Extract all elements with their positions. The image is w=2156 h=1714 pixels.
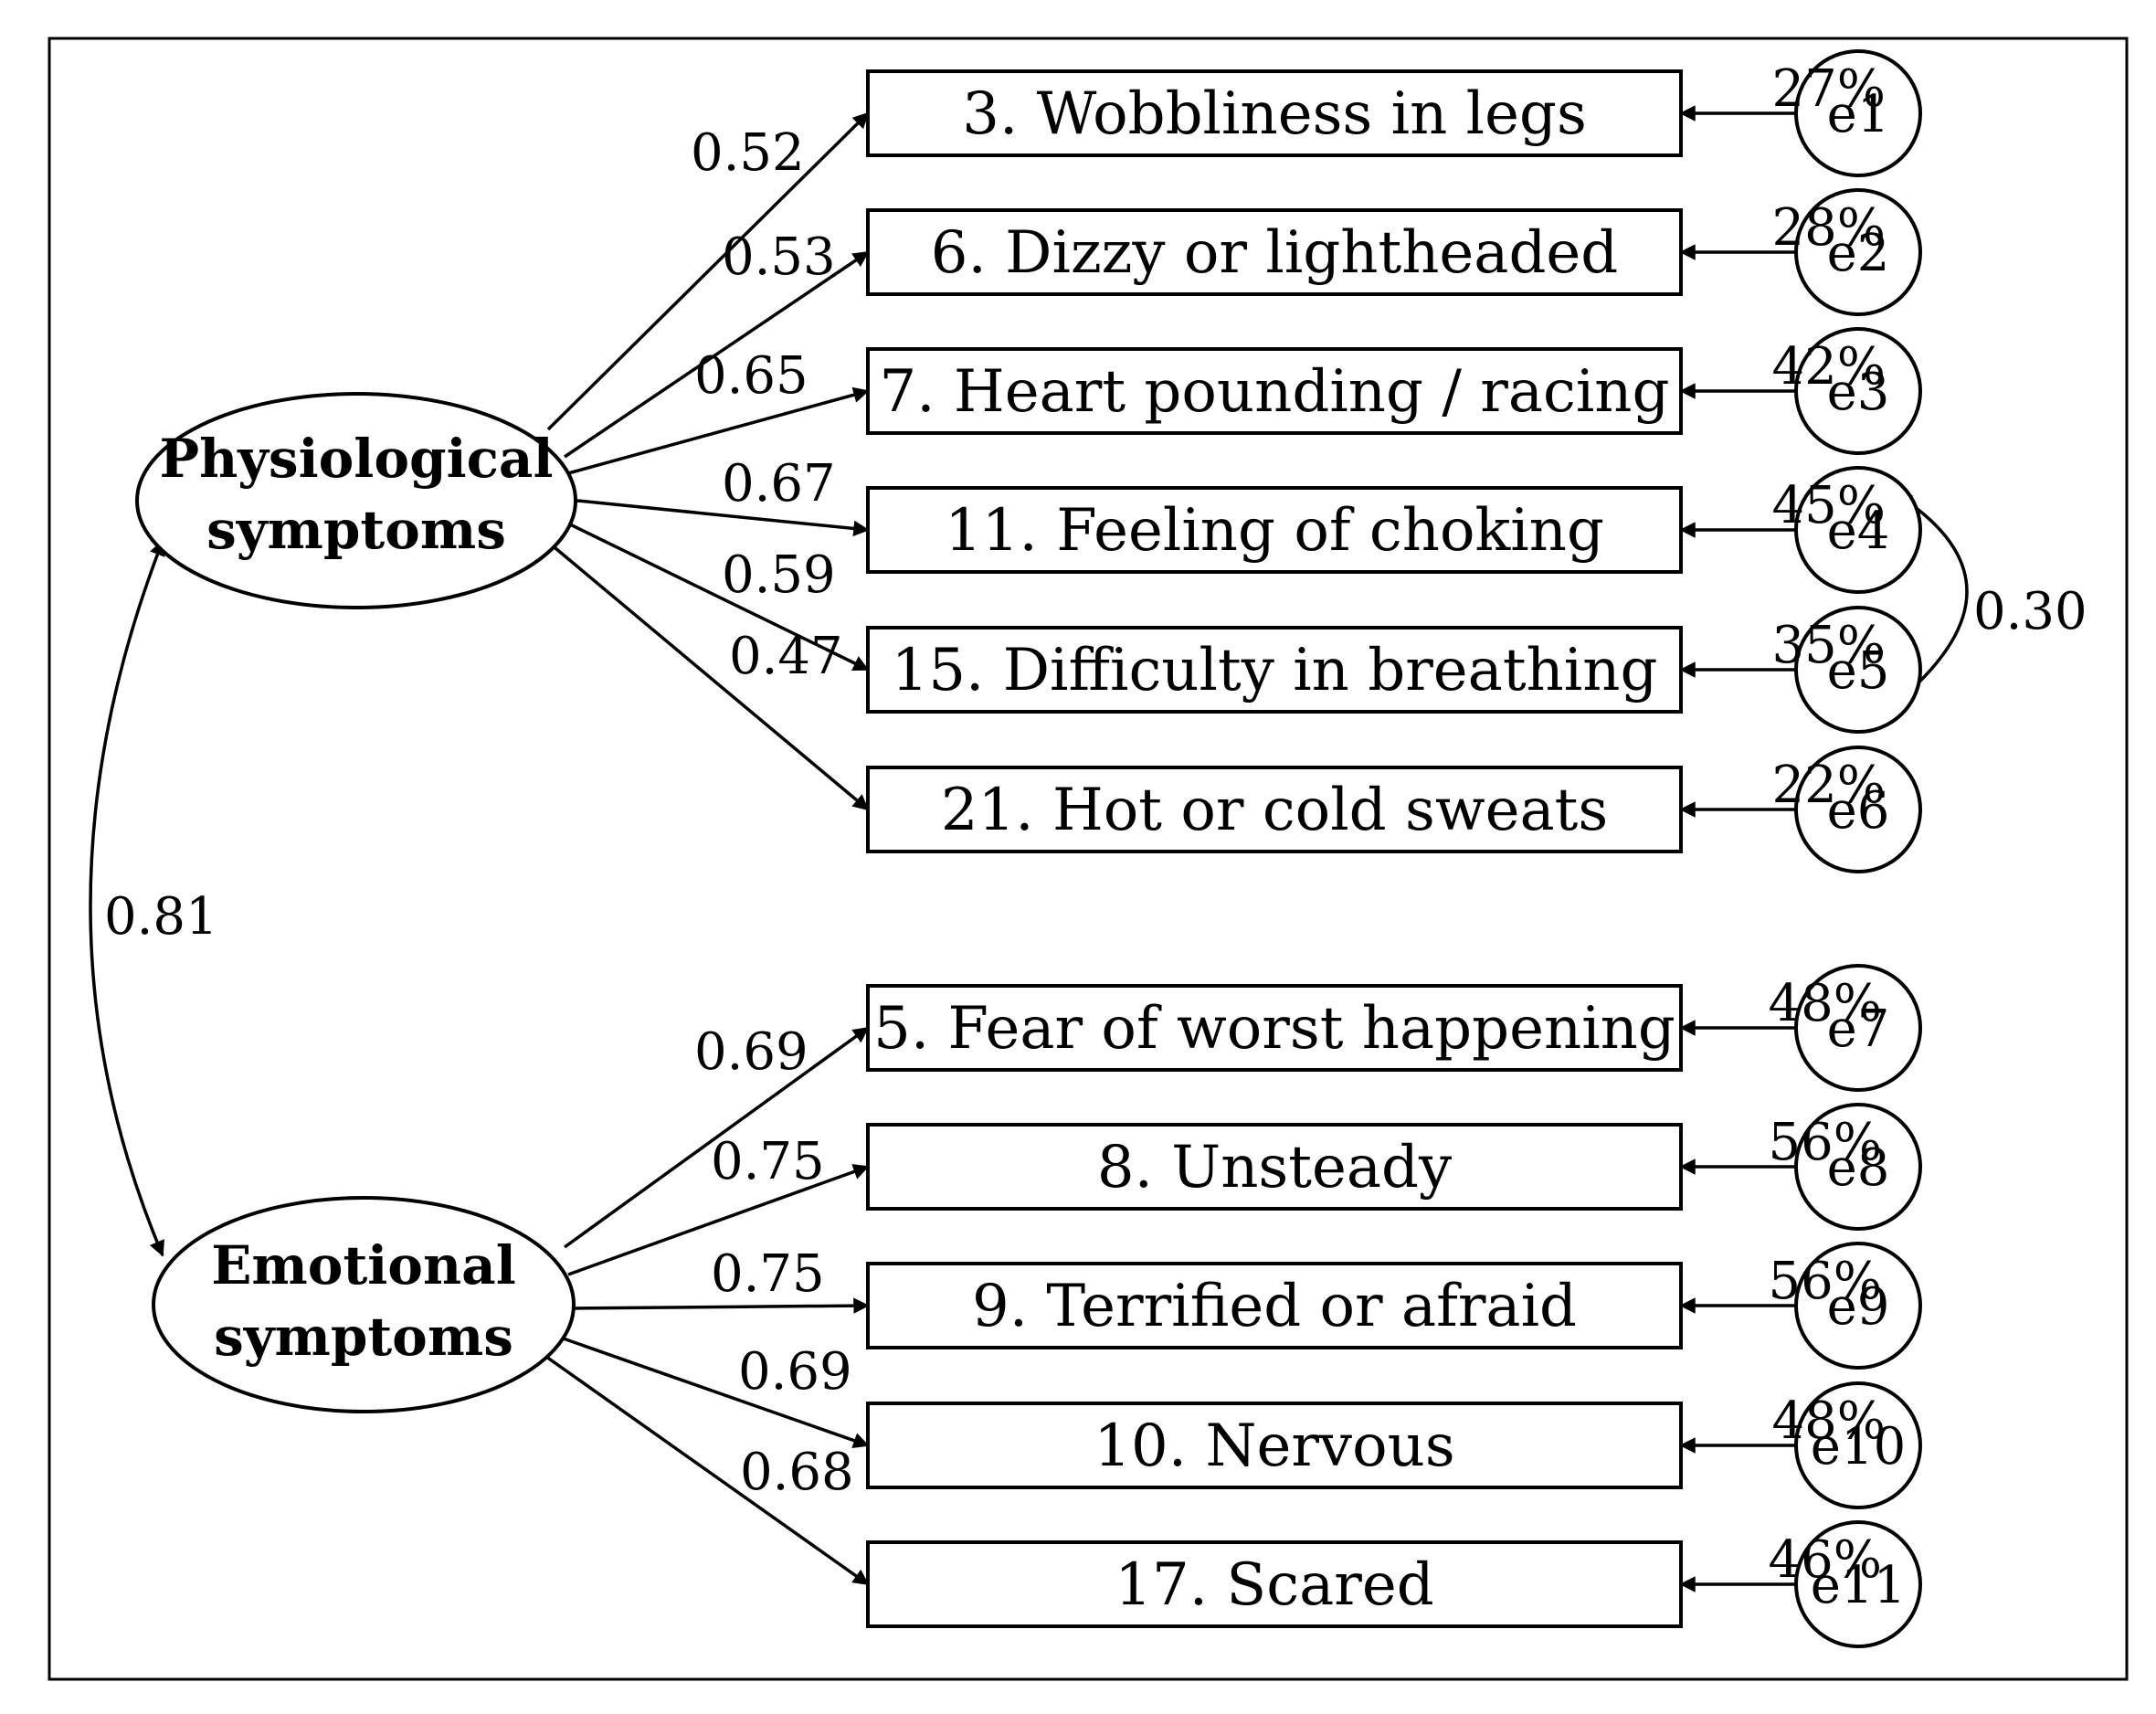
- error-label: e1: [1827, 85, 1890, 144]
- r-squared-label: 48%: [1769, 974, 1882, 1033]
- error-circle: [1794, 466, 1922, 594]
- indicator-label: 21. Hot or cold sweats: [941, 777, 1608, 844]
- loading-path: [576, 499, 870, 537]
- loading-label: 0.52: [691, 123, 805, 183]
- error-label: e2: [1827, 224, 1890, 283]
- r-squared-label: 46%: [1769, 1530, 1882, 1590]
- indicator-box: [866, 984, 1683, 1072]
- factor-physiological: Physiological symptoms: [135, 392, 577, 609]
- r-squared-label: 27%: [1772, 59, 1886, 119]
- error-covariance-arrow: [1895, 492, 1969, 704]
- indicator-box: [866, 347, 1683, 435]
- loading-paths: 0.52 0.53 0.65 0.67 0.59 0.47 0.69 0.75 0.75 0.69…: [544, 111, 870, 1586]
- loading-path: [567, 386, 870, 475]
- error-covariance-label: 0.30: [1973, 582, 2087, 641]
- error-label: e3: [1827, 363, 1890, 422]
- indicator-label: 6. Dizzy or lightheaded: [931, 219, 1619, 287]
- loading-path: [548, 542, 870, 811]
- indicator-label: 9. Terrified or afraid: [972, 1273, 1577, 1340]
- indicator-label: 15. Difficulty in breathing: [892, 637, 1658, 704]
- loading-label: 0.75: [711, 1244, 825, 1304]
- error-label: e6: [1827, 781, 1890, 841]
- error-label: e5: [1827, 641, 1890, 701]
- error-circle: [1794, 1103, 1922, 1231]
- indicator-label: 17. Scared: [1115, 1551, 1433, 1619]
- indicator-label: 5. Fear of worst happening: [873, 995, 1675, 1063]
- loading-path: [565, 521, 870, 672]
- error-label: e11: [1811, 1556, 1906, 1615]
- loading-path: [564, 250, 870, 459]
- error-circle: [1794, 964, 1922, 1092]
- loading-label: 0.69: [694, 1022, 808, 1082]
- indicator-label: 7. Heart pounding / racing: [880, 358, 1670, 426]
- r-squared-label: 56%: [1769, 1252, 1882, 1311]
- factor-label-line1: Physiological: [159, 428, 553, 490]
- error-label: e7: [1827, 1000, 1890, 1059]
- error-label: e9: [1827, 1277, 1890, 1337]
- indicator-box: [866, 1402, 1683, 1489]
- loading-path: [567, 1164, 870, 1276]
- r-squared-label: 56%: [1769, 1113, 1882, 1172]
- loading-label: 0.53: [722, 227, 836, 287]
- r-squared-label: 42%: [1772, 337, 1886, 397]
- indicator-box: [866, 69, 1683, 157]
- loading-label: 0.65: [694, 346, 808, 406]
- error-circle: [1794, 1242, 1922, 1370]
- r-squared-label: 48%: [1772, 1391, 1886, 1451]
- factor-ellipse: [135, 392, 577, 609]
- r-squared-label: 45%: [1772, 476, 1886, 535]
- loading-label: 0.68: [740, 1443, 854, 1502]
- r-squared-label: 35%: [1772, 616, 1886, 675]
- error-label: e10: [1811, 1417, 1906, 1476]
- loading-path: [544, 1355, 870, 1586]
- loading-path: [555, 1334, 870, 1449]
- loading-label: 0.67: [722, 454, 836, 513]
- indicator-box: [866, 1123, 1683, 1211]
- factor-label-line1: Emotional: [211, 1234, 516, 1296]
- factor-ellipse: [152, 1196, 576, 1413]
- factor-emotional: Emotional symptoms: [152, 1196, 576, 1413]
- indicator-label: 8. Unsteady: [1097, 1134, 1452, 1201]
- error-circle: [1794, 188, 1922, 316]
- indicator-box: [866, 1262, 1683, 1349]
- loading-label: 0.75: [711, 1132, 825, 1191]
- error-label: e4: [1827, 502, 1890, 561]
- loading-path: [563, 1026, 870, 1249]
- indicator-label: 11. Feeling of choking: [945, 497, 1604, 565]
- factor-correlation-label: 0.81: [104, 887, 218, 947]
- loading-path: [573, 1297, 870, 1314]
- factor-correlation-arrow: [89, 539, 165, 1257]
- r-squared-label: 28%: [1772, 198, 1886, 258]
- error-circle: [1794, 1381, 1922, 1509]
- error-circle: [1794, 327, 1922, 455]
- r-squared-label: 22%: [1772, 756, 1886, 815]
- factor-label-line2: symptoms: [206, 499, 506, 561]
- error-circle: [1794, 49, 1922, 177]
- loading-label: 0.47: [729, 627, 843, 686]
- loading-path: [546, 111, 870, 431]
- error-circle: [1794, 1520, 1922, 1648]
- error-label: e8: [1827, 1138, 1890, 1198]
- loading-label: 0.69: [738, 1342, 852, 1402]
- error-circle: [1794, 606, 1922, 734]
- loading-label: 0.59: [722, 545, 836, 605]
- indicator-box: [866, 486, 1683, 574]
- indicator-label: 3. Wobbliness in legs: [962, 80, 1587, 148]
- indicator-label: 10. Nervous: [1094, 1412, 1454, 1480]
- factor-label-line2: symptoms: [214, 1306, 513, 1368]
- error-circle: [1794, 746, 1922, 873]
